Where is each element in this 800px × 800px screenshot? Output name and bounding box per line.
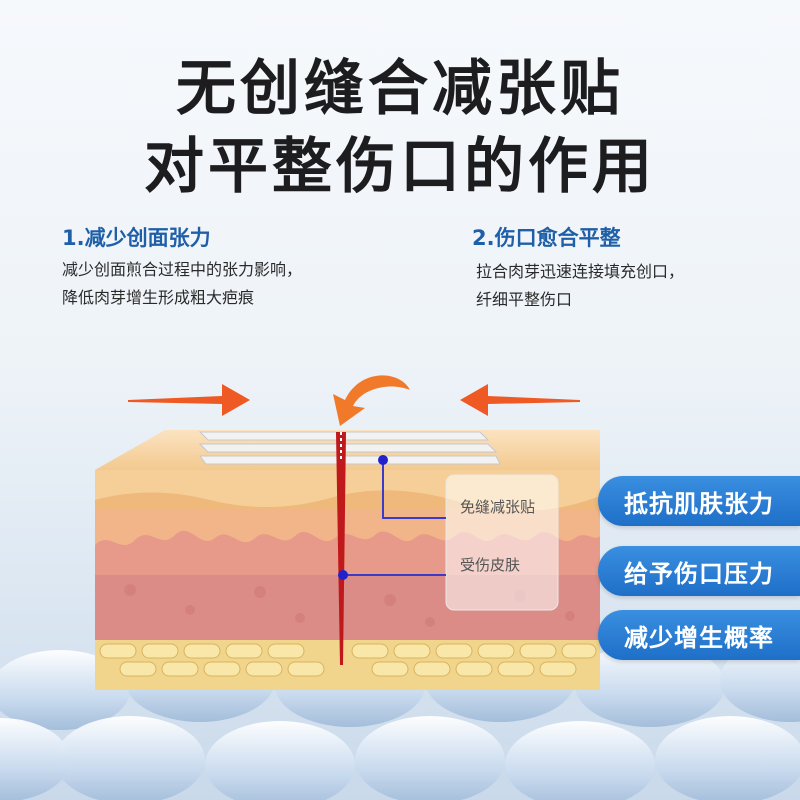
title-line-2: 对平整伤口的作用	[144, 132, 656, 202]
badge-reduce-hyperplasia: 减少增生概率	[598, 610, 800, 660]
point-2-line-2: 纤细平整伤口	[476, 290, 573, 309]
connector-patch	[382, 460, 446, 519]
badge-resist-tension: 抵抗肌肤张力	[598, 476, 800, 526]
label-injured-skin: 受伤皮肤	[460, 556, 521, 574]
point-2-line-1: 拉合肉芽迅速连接填充创口，	[476, 262, 685, 281]
badge-wound-pressure: 给予伤口压力	[598, 546, 800, 596]
point-1-body: 减少创面煎合过程中的张力影响， 降低肉芽增生形成粗大疤痕	[62, 256, 302, 312]
skin-diagram	[0, 375, 800, 800]
point-1-line-1: 减少创面煎合过程中的张力影响，	[62, 260, 303, 279]
patch-strips	[198, 431, 501, 465]
point-1-line-2: 降低肉芽增生形成粗大疤痕	[62, 288, 255, 307]
wound-cut	[336, 432, 346, 665]
point-1-heading: 1.减少创面张力	[62, 226, 211, 250]
point-2-body: 拉合肉芽迅速连接填充创口， 纤细平整伤口	[476, 258, 684, 314]
arrow-curved	[333, 375, 410, 426]
point-2-heading: 2.伤口愈合平整	[472, 226, 621, 250]
arrow-left	[128, 384, 250, 416]
label-panel	[445, 474, 559, 611]
title-line-1: 无创缝合减张贴	[176, 54, 624, 124]
label-patch: 免缝减张贴	[460, 498, 536, 516]
arrow-right	[460, 384, 580, 416]
